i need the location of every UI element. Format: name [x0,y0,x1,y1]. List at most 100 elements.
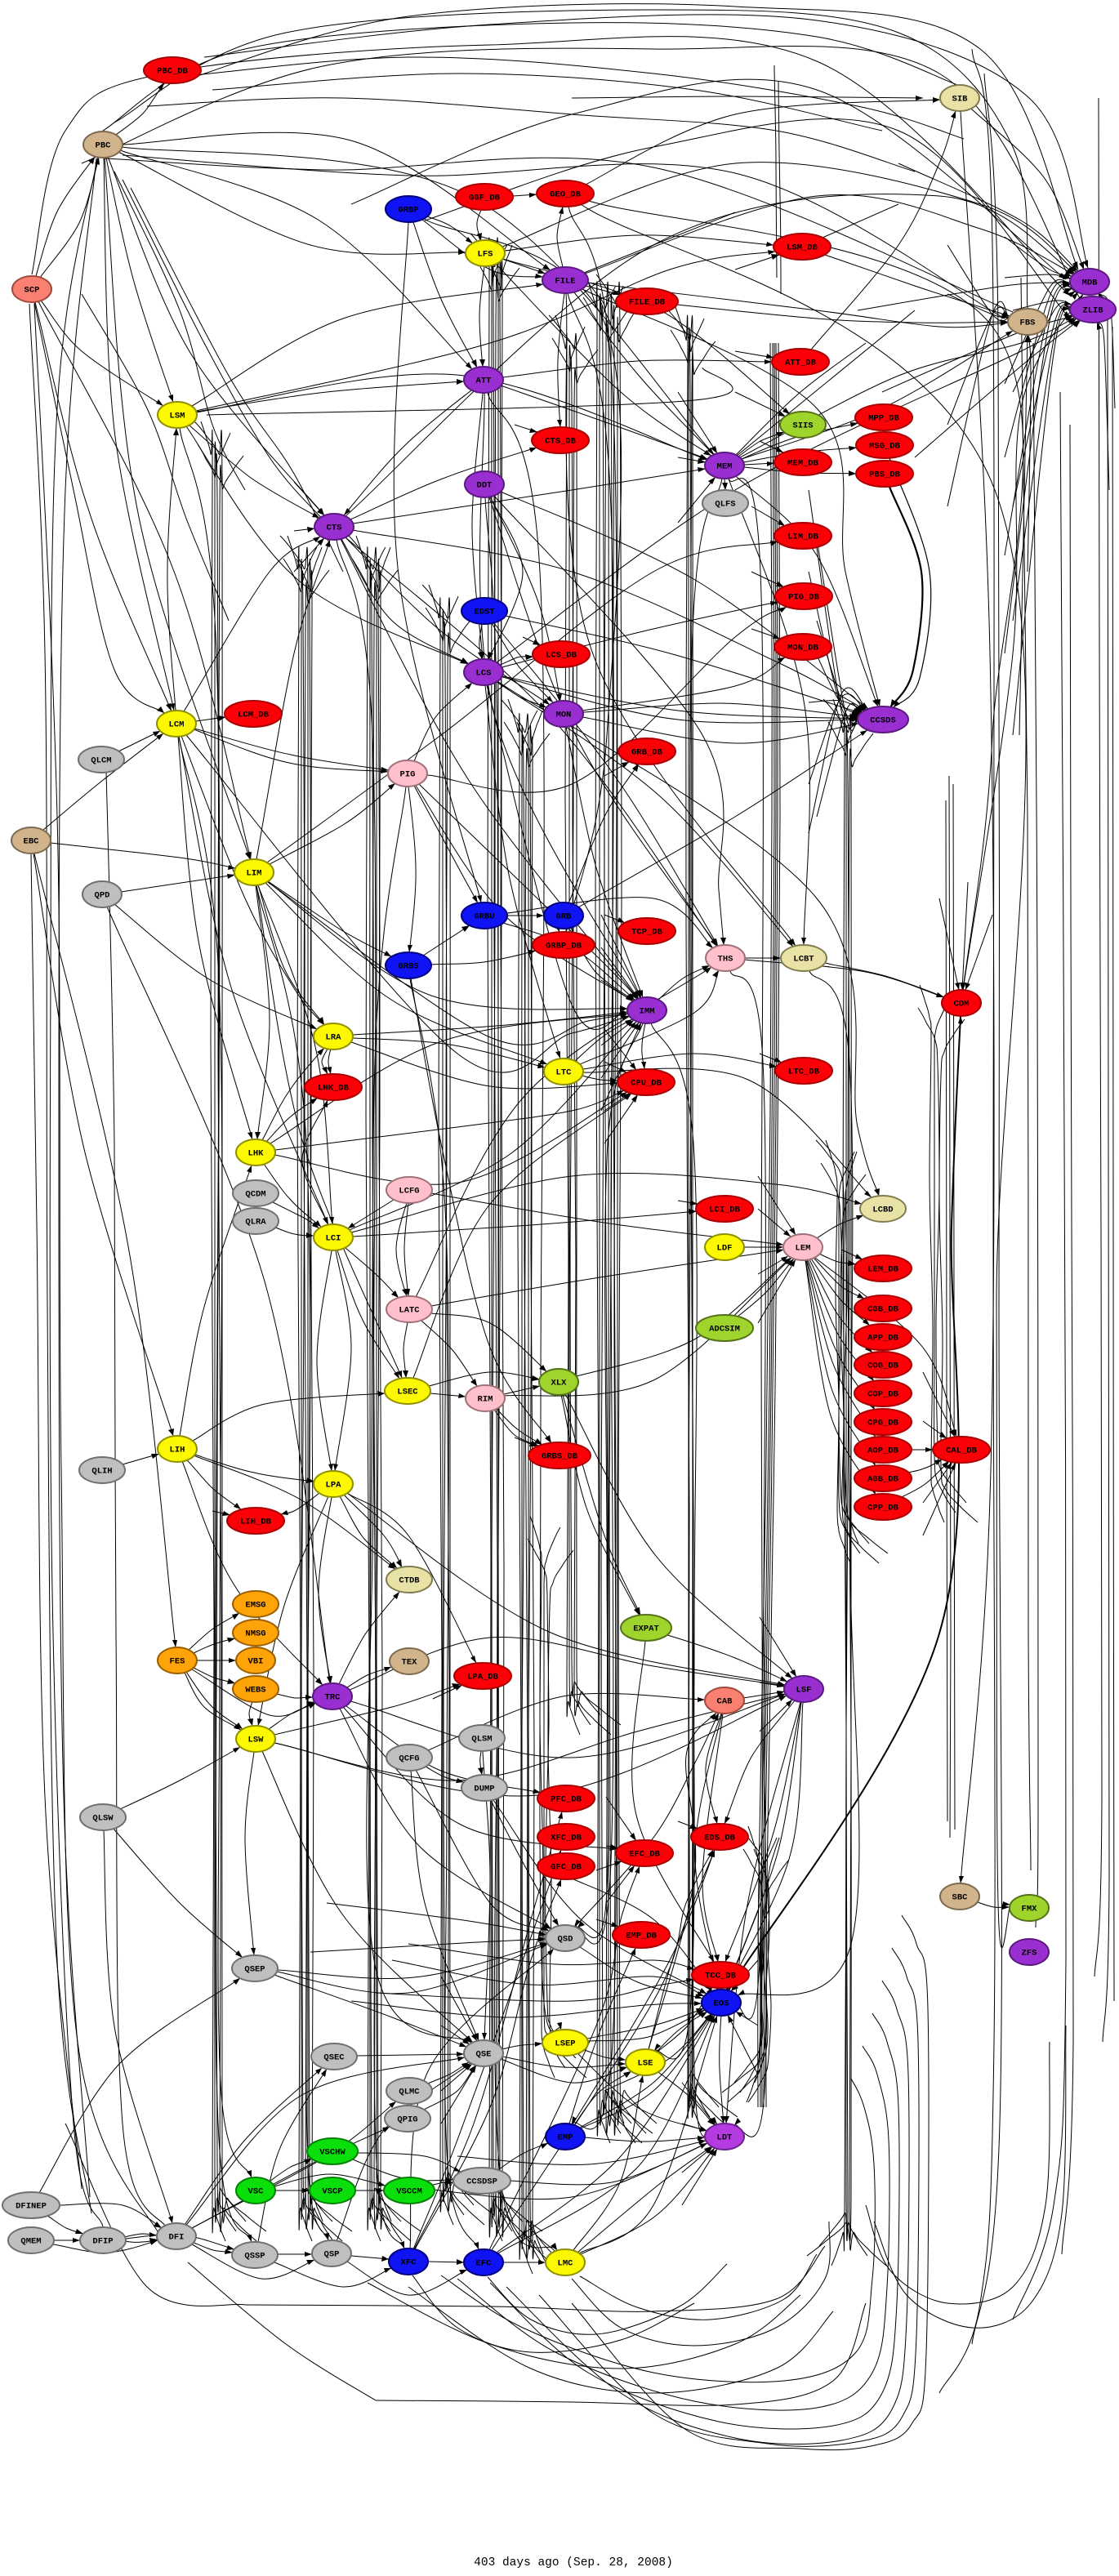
svg-text:DUMP: DUMP [474,1785,494,1794]
svg-text:QSEP: QSEP [244,1965,265,1975]
svg-text:LCS_DB: LCS_DB [546,651,577,661]
svg-text:LCM: LCM [169,720,185,730]
svg-text:LPA: LPA [326,1481,342,1491]
svg-text:EBC: EBC [24,837,40,847]
svg-text:GGF_DB: GGF_DB [469,194,501,203]
svg-text:LHK: LHK [248,1149,265,1159]
svg-text:SIIS: SIIS [792,421,813,431]
svg-text:LCI: LCI [326,1234,341,1244]
svg-text:EDST: EDST [474,608,494,617]
svg-text:QCFG: QCFG [399,1754,419,1764]
svg-text:VSCP: VSCP [322,2187,342,2197]
svg-text:THS: THS [718,955,733,965]
svg-text:TCC_DB: TCC_DB [705,1972,737,1981]
svg-text:MON: MON [556,711,572,720]
svg-text:LDT: LDT [717,2133,733,2143]
svg-text:DFI: DFI [169,2233,185,2243]
svg-text:TRC: TRC [325,1693,341,1703]
svg-text:APP_DB: APP_DB [867,1334,899,1344]
svg-text:MSG_DB: MSG_DB [869,442,901,452]
svg-text:QLIH: QLIH [91,1467,112,1477]
svg-text:CAL_DB: CAL_DB [946,1446,978,1456]
svg-text:LSM: LSM [170,412,185,421]
svg-text:FMX: FMX [1022,1905,1038,1914]
svg-text:RIM: RIM [478,1395,493,1405]
svg-text:MEM: MEM [717,462,733,472]
svg-text:LIH: LIH [170,1446,185,1455]
svg-text:DFIP: DFIP [92,2237,113,2247]
svg-text:GRBP: GRBP [398,206,418,216]
svg-text:ATT_DB: ATT_DB [785,359,817,368]
svg-text:NMSG: NMSG [245,1629,265,1639]
svg-text:GRBP_DB: GRBP_DB [546,942,582,952]
svg-text:MON_DB: MON_DB [787,644,819,653]
svg-text:CDM: CDM [954,1000,970,1009]
svg-text:GRB_DB: GRB_DB [631,748,663,758]
svg-text:GRBS_DB: GRBS_DB [542,1452,578,1462]
svg-text:CPP_DB: CPP_DB [867,1504,899,1513]
svg-text:EDS_DB: EDS_DB [704,1834,736,1843]
svg-text:VSCCM: VSCCM [396,2187,422,2197]
svg-text:CTS: CTS [327,524,342,533]
svg-text:PBC: PBC [96,141,112,151]
svg-text:IMM: IMM [640,1007,655,1017]
svg-text:QMEM: QMEM [20,2237,41,2247]
svg-text:LCBT: LCBT [793,955,814,965]
svg-text:QPIG: QPIG [397,2115,417,2125]
svg-text:QSEC: QSEC [323,2053,345,2063]
svg-text:QLRA: QLRA [245,1218,266,1228]
svg-text:WEBS: WEBS [245,1686,265,1696]
svg-text:LCFG: LCFG [399,1187,419,1197]
svg-text:MPP_DB: MPP_DB [868,414,900,424]
svg-text:VSC: VSC [248,2187,265,2197]
svg-text:EMP: EMP [558,2133,573,2143]
svg-text:QPD: QPD [95,891,110,901]
svg-text:SCP: SCP [25,286,40,296]
svg-text:PBC_DB: PBC_DB [157,67,189,77]
svg-text:PBS_DB: PBS_DB [869,470,901,480]
svg-text:FILE: FILE [555,277,575,287]
svg-text:QSP: QSP [324,2250,340,2260]
svg-text:PIG: PIG [400,770,416,780]
svg-text:COG_DB: COG_DB [867,1362,899,1371]
svg-text:LSF: LSF [796,1686,812,1696]
svg-text:CCSDSP: CCSDSP [466,2177,497,2187]
svg-text:FES: FES [170,1657,185,1667]
svg-text:XFC: XFC [401,2258,417,2268]
svg-text:CAB: CAB [717,1697,733,1707]
svg-text:QCDM: QCDM [245,1190,265,1200]
svg-text:CGB_DB: CGB_DB [867,1305,899,1315]
svg-text:PIG_DB: PIG_DB [788,593,820,603]
svg-text:QLSM: QLSM [471,1735,492,1745]
svg-text:ADCSIM: ADCSIM [709,1325,740,1335]
svg-text:LRA: LRA [326,1033,342,1043]
svg-text:LTC: LTC [556,1068,573,1078]
svg-text:EOS: EOS [714,1999,729,2009]
svg-text:EFC_DB: EFC_DB [629,1850,661,1860]
svg-text:CPG_DB: CPG_DB [867,1419,899,1428]
svg-text:VBI: VBI [248,1657,264,1667]
svg-text:GRBU: GRBU [474,912,494,922]
svg-text:LMC: LMC [558,2259,574,2269]
svg-text:FILE_DB: FILE_DB [629,298,666,308]
svg-text:LPA_DB: LPA_DB [467,1673,499,1682]
svg-text:GRB: GRB [556,912,573,922]
svg-text:XFC_DB: XFC_DB [551,1834,582,1843]
svg-text:TEX: TEX [402,1658,418,1668]
svg-text:ZFS: ZFS [1022,1949,1037,1959]
svg-text:SIB: SIB [952,95,969,105]
svg-text:LHK_DB: LHK_DB [318,1084,350,1094]
svg-text:QSSP: QSSP [244,2252,265,2262]
svg-text:QLSW: QLSW [92,1814,114,1824]
svg-text:EFC: EFC [476,2259,493,2269]
svg-text:LSM_DB: LSM_DB [787,243,818,253]
svg-text:LIM: LIM [247,869,262,879]
svg-text:LSEC: LSEC [397,1388,418,1397]
svg-text:FBS: FBS [1020,319,1036,328]
svg-text:GEO_DB: GEO_DB [550,190,582,200]
svg-text:QLCM: QLCM [91,756,111,766]
svg-text:CCSDS: CCSDS [870,716,896,726]
svg-text:LCBD: LCBD [872,1206,893,1215]
svg-text:LCI_DB: LCI_DB [709,1206,741,1215]
svg-text:COP_DB: COP_DB [867,1390,899,1400]
